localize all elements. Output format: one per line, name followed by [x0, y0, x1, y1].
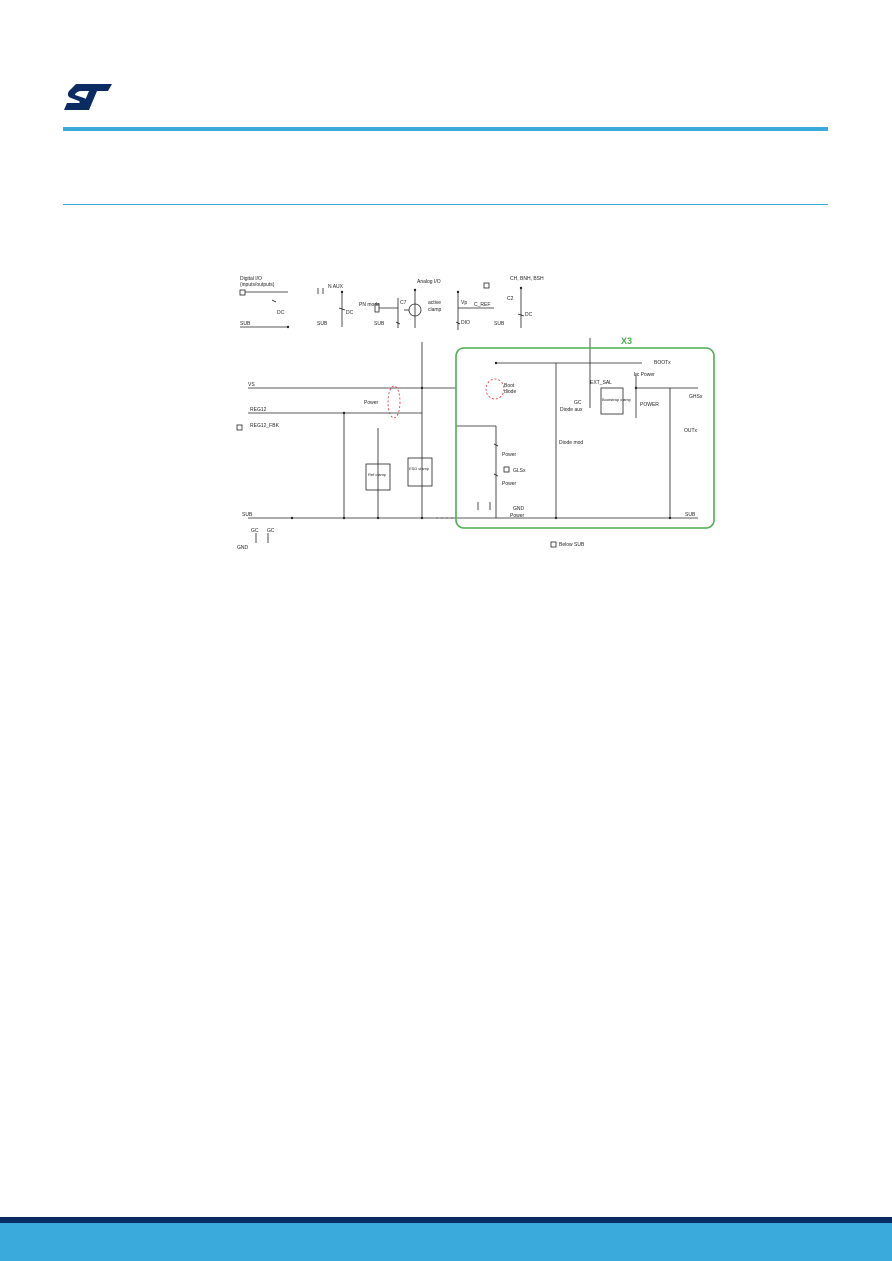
label-dc1: DC — [277, 310, 285, 316]
label-dc3: DC — [525, 312, 533, 318]
label-outx: OUTx — [684, 428, 698, 434]
label-pn-mode: PN mode — [359, 302, 380, 308]
label-bootstrap-clamp: Bootstrap clamp — [602, 397, 632, 402]
label-power4: POWER — [640, 402, 659, 408]
label-digital-io: Digital I/O — [240, 276, 262, 282]
label-diode: diode — [504, 389, 516, 395]
label-c2: C2 — [507, 296, 514, 302]
label-vs: VS — [248, 382, 255, 388]
label-active: active — [428, 300, 441, 306]
label-sub-right: SUB — [685, 512, 696, 518]
label-sub1: SUB — [240, 321, 251, 327]
label-gnd-bottom: GND — [237, 545, 249, 551]
label-reg12: REG12 — [250, 407, 267, 413]
label-esd-clamp: ESD clamp — [409, 466, 430, 471]
label-boot: Boot — [504, 383, 515, 389]
label-bootx: BOOTx — [654, 360, 671, 366]
label-reg12-fbk: REG12_FBK — [250, 423, 280, 429]
label-sub2: SUB — [317, 321, 328, 327]
label-digital-io-sub: (inputs/outputs) — [240, 282, 275, 288]
label-ref-clamp: Ref clamp — [368, 472, 387, 477]
label-power1: Power — [364, 400, 379, 406]
label-gc1: GC — [251, 528, 259, 534]
label-clamp: clamp — [428, 307, 442, 313]
label-gnd-left: SUB — [242, 512, 253, 518]
footer-band — [0, 1223, 892, 1261]
header-rule — [63, 127, 828, 131]
label-below-sub: Below SUB — [559, 542, 585, 548]
label-lc-power: Lc Power — [634, 372, 655, 378]
region-label: X3 — [621, 336, 632, 346]
label-ch: CH, BNH, BSH — [510, 276, 544, 282]
label-gnd-power2: Power — [510, 513, 525, 519]
label-analog-io: Analog I/O — [417, 279, 441, 285]
label-power3: Power — [502, 481, 517, 487]
section-rule — [63, 204, 828, 205]
label-sub3: SUB — [374, 321, 385, 327]
footer-band-dark — [0, 1217, 892, 1223]
label-glsx: GLSx — [513, 468, 526, 474]
label-gc2: GC — [267, 528, 275, 534]
label-vp: Vp — [461, 300, 467, 306]
label-power2: Power — [502, 452, 517, 458]
label-dc2: DC — [346, 310, 354, 316]
label-diode-aux: Diode aux — [560, 407, 583, 413]
label-sub4: SUB — [494, 321, 505, 327]
circuit-schematic: X3 Digital I/O (inputs/outputs) DC SUB N… — [236, 276, 715, 551]
label-gnd-power: GND — [513, 506, 525, 512]
label-gc3: GC — [574, 400, 582, 406]
label-dio: DIO — [461, 320, 470, 326]
st-logo-icon — [64, 84, 112, 110]
label-ghsx: GHSx — [689, 394, 703, 400]
label-diode-mod: Diode mod — [559, 440, 583, 446]
label-c7: C7 — [400, 300, 407, 306]
label-ext-sal: EXT_SAL — [590, 380, 612, 386]
label-c-ref: C_REF — [474, 302, 490, 308]
label-n-aux: N AUX — [328, 284, 344, 290]
